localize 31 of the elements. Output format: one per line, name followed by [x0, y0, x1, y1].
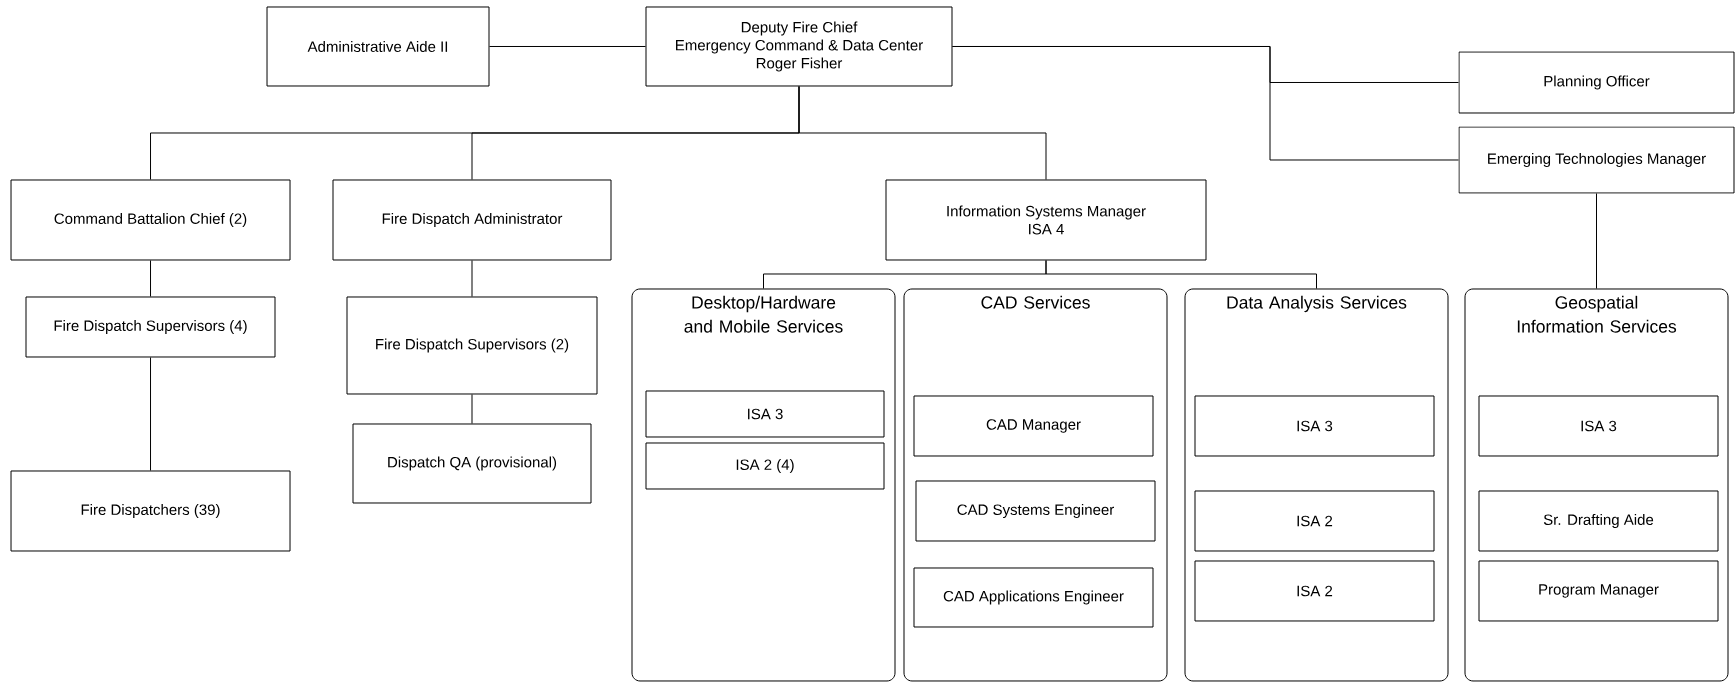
- connector-line: [1045, 260, 1317, 289]
- role-box: ISA 2: [1194, 490, 1435, 552]
- role-box: Information Systems Manager ISA 4: [885, 179, 1207, 261]
- role-box: Fire Dispatch Supervisors (4): [25, 296, 276, 358]
- role-box: ISA 2: [1194, 560, 1435, 622]
- connector-line: [150, 357, 151, 471]
- connector-line: [150, 260, 151, 297]
- role-box: Administrative Aide II: [266, 6, 490, 87]
- role-box: Emerging Technologies Manager: [1458, 126, 1735, 194]
- connector-line: [798, 86, 1047, 180]
- role-box: ISA 3: [1478, 395, 1719, 457]
- role-box: Fire Dispatch Supervisors (2): [346, 296, 598, 395]
- role-box: Deputy Fire Chief Emergency Command & Data Center Roger Fisher: [645, 6, 953, 87]
- role-box: Command Battalion Chief (2): [10, 179, 291, 261]
- role-box: ISA 3: [645, 390, 885, 438]
- role-box: ISA 3: [1194, 395, 1435, 457]
- role-box: Fire Dispatch Administrator: [332, 179, 612, 261]
- connector-line: [489, 46, 646, 47]
- connector-line: [471, 260, 473, 297]
- role-box: ISA 2 (4): [645, 442, 885, 490]
- connector-line: [952, 46, 1459, 161]
- role-box: CAD Manager: [913, 395, 1154, 457]
- role-box: Sr. Drafting Aide: [1478, 490, 1719, 552]
- role-box: Dispatch QA (provisional): [352, 423, 592, 504]
- connector-line: [471, 394, 473, 424]
- role-box: CAD Applications Engineer: [913, 567, 1154, 628]
- role-box: Fire Dispatchers (39): [10, 470, 291, 552]
- role-box: Program Manager: [1478, 560, 1719, 622]
- role-box: CAD Systems Engineer: [915, 480, 1156, 542]
- role-box: Planning Officer: [1458, 51, 1735, 114]
- connector-line: [1596, 193, 1597, 289]
